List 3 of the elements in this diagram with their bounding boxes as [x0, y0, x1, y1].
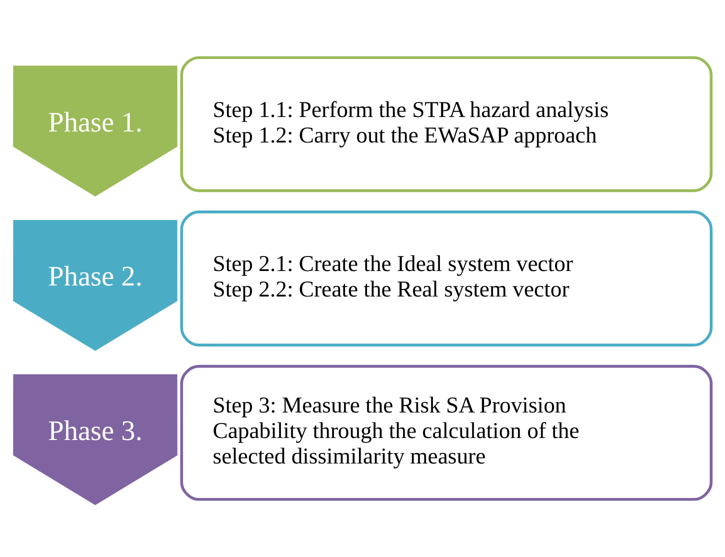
- node-box: Step 2.1: Create the Ideal system vector Step 2.2: Create the Real system vector: [180, 210, 713, 346]
- node-box: Step 3: Measure the Risk SA Provision Capability through the calculation of the selected dissimilarity measure: [180, 364, 713, 501]
- node-box: Step 1.1: Perform the STPA hazard analysis Step 1.2: Carry out the EWaSAP approach: [180, 56, 713, 192]
